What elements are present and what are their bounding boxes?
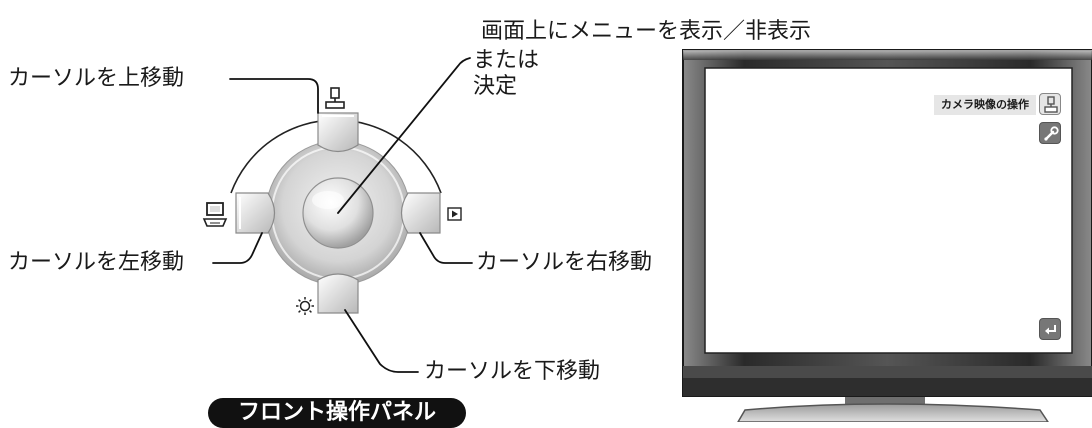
- down-key[interactable]: [317, 273, 359, 314]
- computer-icon: [202, 202, 228, 227]
- leader-line-up: [229, 78, 319, 114]
- brightness-icon: [296, 297, 314, 315]
- label-cursor-right: カーソルを右移動: [476, 250, 653, 275]
- camera-icon: [1044, 96, 1058, 113]
- panel-caption: フロント操作パネル: [208, 398, 466, 428]
- right-key[interactable]: [400, 192, 441, 234]
- tv-menu-label: カメラ映像の操作: [934, 95, 1036, 115]
- tv-monitor: [682, 49, 1092, 422]
- play-icon: [447, 207, 462, 221]
- up-key[interactable]: [317, 112, 359, 153]
- leader-line-right: [419, 232, 473, 264]
- tv-camera-button[interactable]: [1039, 93, 1061, 115]
- leader-line-left: [212, 232, 263, 264]
- label-cursor-down: カーソルを下移動: [424, 359, 601, 384]
- tv-return-button[interactable]: [1039, 318, 1061, 340]
- label-menu-toggle: 画面上にメニューを表示／非表示: [481, 19, 812, 44]
- left-key[interactable]: [235, 192, 276, 234]
- label-cursor-left: カーソルを左移動: [8, 250, 185, 275]
- wrench-icon: [1044, 126, 1059, 141]
- leader-line-center: [337, 57, 471, 214]
- return-icon: [1045, 325, 1056, 335]
- leader-line-down: [344, 309, 419, 373]
- label-cursor-up: カーソルを上移動: [8, 66, 185, 91]
- camera-icon: [325, 87, 345, 109]
- label-or-confirm: または 決定: [473, 48, 540, 99]
- tv-settings-button[interactable]: [1039, 122, 1061, 144]
